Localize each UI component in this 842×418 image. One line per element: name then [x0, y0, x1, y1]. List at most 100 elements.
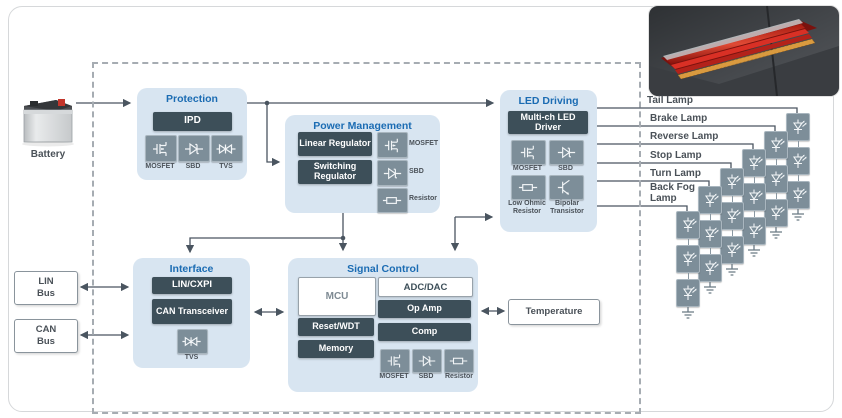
led-chain: [698, 186, 722, 300]
sc-resistor-label: Resistor: [444, 373, 473, 380]
sc-mosfet-label: MOSFET: [379, 373, 409, 380]
ground-icon: [702, 281, 718, 300]
battery-label: Battery: [30, 149, 66, 160]
protection-sbd-label: SBD: [185, 163, 201, 170]
chain-connector: [753, 211, 755, 217]
led-icon: [786, 181, 810, 209]
led-icon: [786, 147, 810, 175]
chip-lin-cxpi: LIN/CXPI: [152, 277, 232, 294]
block-protection: Protection: [137, 88, 247, 180]
chip-op-amp: Op Amp: [378, 300, 471, 318]
tvs-icon: [177, 329, 208, 354]
can-bus-line1: CAN: [35, 324, 57, 336]
chip-switching-regulator: Switching Regulator: [298, 160, 372, 184]
ground-icon: [790, 208, 806, 227]
pm-resistor-label: Resistor: [409, 195, 438, 202]
led-icon: [698, 186, 722, 214]
lamp-label-tail: Tail Lamp: [647, 95, 693, 106]
led-icon: [764, 165, 788, 193]
mosfet-icon: [380, 349, 410, 373]
chain-connector: [731, 230, 733, 236]
chip-comp: Comp: [378, 323, 471, 341]
led-chain: [786, 113, 810, 227]
power-management-title: Power Management: [313, 120, 412, 132]
lin-bus-line1: LIN: [38, 276, 54, 288]
led-icon: [764, 199, 788, 227]
resistor-icon: [377, 188, 408, 213]
chip-linear-regulator: Linear Regulator: [298, 132, 372, 156]
mosfet-icon: [377, 132, 408, 158]
led-mosfet-label: MOSFET: [512, 165, 543, 172]
lamp-label-reverse: Reverse Lamp: [650, 131, 719, 142]
led-low-ohmic-resistor-label: Low Ohmic Resistor: [508, 200, 546, 216]
chain-connector: [709, 248, 711, 254]
chip-adc-dac: ADC/DAC: [378, 277, 473, 297]
led-icon: [676, 279, 700, 307]
low-ohmic-resistor-icon: [511, 175, 546, 200]
led-icon: [742, 183, 766, 211]
ground-icon: [724, 263, 740, 282]
led-chain: [676, 211, 700, 325]
chip-multi-ch-led-driver: Multi-ch LED Driver: [508, 111, 588, 134]
led-chain: [764, 131, 788, 245]
pm-sbd-label: SBD: [409, 168, 424, 175]
interface-title: Interface: [169, 263, 214, 275]
chain-connector: [775, 159, 777, 165]
led-icon: [764, 131, 788, 159]
battery-image: [22, 99, 74, 147]
ground-icon: [680, 306, 696, 325]
lamp-label-turn: Turn Lamp: [650, 168, 701, 179]
protection-tvs-label: TVS: [219, 163, 233, 170]
interface-tvs-label: TVS: [184, 354, 199, 361]
ground-icon: [768, 226, 784, 245]
chip-ipd: IPD: [153, 112, 232, 131]
chain-connector: [731, 196, 733, 202]
protection-title: Protection: [166, 93, 218, 105]
tail-lamp-photo: [648, 5, 840, 97]
pm-mosfet-label: MOSFET: [409, 140, 439, 147]
led-icon: [698, 254, 722, 282]
mosfet-icon: [145, 135, 177, 162]
led-icon: [720, 202, 744, 230]
chip-mcu: MCU: [298, 277, 376, 316]
chain-connector: [687, 239, 689, 245]
chain-connector: [797, 141, 799, 147]
sbd-icon: [377, 160, 408, 186]
chain-connector: [687, 273, 689, 279]
led-bipolar-transistor-label: Bipolar Transistor: [550, 200, 584, 216]
temperature-label: Temperature: [525, 306, 583, 318]
can-bus-box: CAN Bus: [14, 319, 78, 353]
lin-bus-line2: Bus: [37, 288, 55, 299]
chain-connector: [709, 214, 711, 220]
chip-can-transceiver: CAN Transceiver: [152, 299, 232, 324]
system-boundary: [92, 62, 641, 414]
led-icon: [720, 168, 744, 196]
ground-icon: [746, 244, 762, 263]
can-bus-line2: Bus: [37, 336, 55, 347]
sbd-icon: [178, 135, 210, 162]
led-sbd-label: SBD: [558, 165, 573, 172]
led-driving-title: LED Driving: [518, 95, 579, 107]
tvs-icon: [211, 135, 243, 162]
sc-sbd-label: SBD: [418, 373, 434, 380]
lamp-label-back-fog: Back Fog Lamp: [650, 182, 696, 204]
lamp-label-brake: Brake Lamp: [650, 113, 708, 124]
led-chain: [720, 168, 744, 282]
led-icon: [786, 113, 810, 141]
chip-memory: Memory: [298, 340, 374, 358]
sbd-icon: [549, 140, 584, 165]
led-icon: [676, 245, 700, 273]
chain-connector: [797, 175, 799, 181]
resistor-icon: [444, 349, 474, 373]
protection-mosfet-label: MOSFET: [145, 163, 175, 170]
led-icon: [742, 149, 766, 177]
sbd-icon: [412, 349, 442, 373]
led-chain: [742, 149, 766, 263]
led-icon: [742, 217, 766, 245]
led-icon: [698, 220, 722, 248]
signal-control-title: Signal Control: [347, 263, 419, 275]
led-icon: [676, 211, 700, 239]
lin-bus-box: LIN Bus: [14, 271, 78, 305]
bipolar-transistor-icon: [549, 175, 584, 200]
